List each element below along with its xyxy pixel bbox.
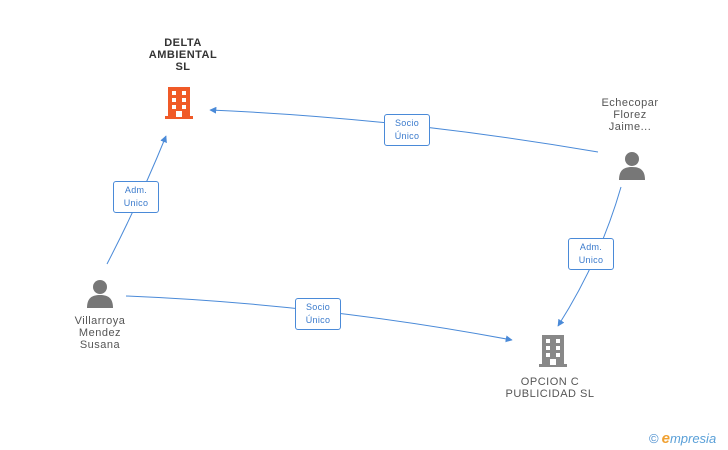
node-label-line: Jaime... [608, 121, 652, 133]
node-label-line: AMBIENTAL [148, 49, 218, 61]
person-icon[interactable] [87, 280, 113, 308]
edge-label-line: Adm. [124, 185, 148, 195]
node-label-delta-ambiental[interactable]: DELTA AMBIENTAL SL [128, 37, 238, 73]
node-label-line: SL [175, 61, 191, 73]
node-label-line: PUBLICIDAD SL [505, 388, 595, 400]
edge-label-line: Socio [394, 118, 419, 128]
copyright-notice[interactable]: ©empresia [649, 430, 716, 447]
edge-label-line: Único [305, 315, 331, 325]
building-icon[interactable] [539, 335, 567, 367]
node-label-villarroya[interactable]: Villarroya Mendez Susana [48, 315, 152, 351]
empresia-logo-initial: e [661, 430, 670, 447]
node-label-line: Echecopar [601, 97, 659, 109]
edge-label-line: Socio [305, 302, 330, 312]
edge-label-line: Unico [123, 198, 149, 208]
edge-label-line: Único [394, 131, 420, 141]
empresia-logo-text: mpresia [669, 431, 717, 446]
edge-label-line: Adm. [579, 242, 603, 252]
node-label-line: OPCION C [520, 376, 580, 388]
edge-label-adm-unico: Adm. Unico [568, 238, 614, 270]
edge-label-socio-unico: Socio Único [384, 114, 430, 146]
edge-label-line: Unico [578, 255, 604, 265]
edge-label-adm-unico: Adm. Unico [113, 181, 159, 213]
node-label-line: Villarroya [74, 315, 126, 327]
node-label-line: Susana [79, 339, 121, 351]
node-label-echecopar[interactable]: Echecopar Florez Jaime... [578, 97, 682, 133]
node-label-opcion-c[interactable]: OPCION C PUBLICIDAD SL [490, 376, 610, 400]
edge-label-socio-unico: Socio Único [295, 298, 341, 330]
node-label-line: DELTA [164, 37, 202, 49]
node-label-line: Florez [613, 109, 647, 121]
node-label-line: Mendez [78, 327, 122, 339]
copyright-symbol: © [649, 431, 659, 446]
person-icon[interactable] [619, 152, 645, 180]
building-icon[interactable] [165, 87, 193, 119]
